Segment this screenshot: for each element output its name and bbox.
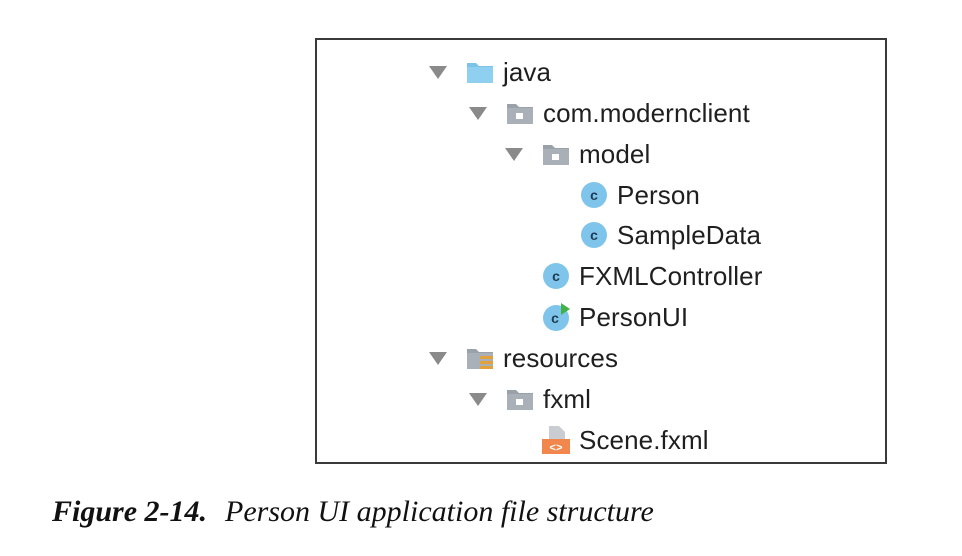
tree-item-label: model — [579, 138, 651, 169]
tree-item-fxmlcontroller[interactable]: c FXMLController — [541, 258, 762, 294]
tree-item-label: PersonUI — [579, 301, 689, 332]
tree-item-label: Person — [617, 179, 700, 210]
expand-toggle-icon[interactable] — [429, 351, 447, 365]
tree-item-model[interactable]: model — [505, 136, 650, 172]
tree-item-label: fxml — [543, 383, 592, 414]
expand-toggle-icon[interactable] — [469, 106, 487, 120]
class-icon: c — [581, 182, 607, 208]
figure-number: Figure 2-14. — [52, 495, 208, 528]
project-tree-panel: java com.modernclient model c Person — [315, 38, 887, 464]
tree-item-label: SampleData — [617, 219, 762, 250]
tree-item-label: Scene.fxml — [579, 424, 709, 455]
tree-item-person[interactable]: c Person — [579, 177, 700, 213]
svg-text:c: c — [551, 310, 559, 326]
tree-item-sampledata[interactable]: c SampleData — [579, 217, 761, 253]
tree-item-com-modernclient[interactable]: com.modernclient — [469, 95, 750, 131]
svg-text:c: c — [590, 187, 598, 203]
expand-toggle-icon[interactable] — [469, 392, 487, 406]
tree-item-fxml[interactable]: fxml — [469, 381, 591, 417]
tree-item-label: com.modernclient — [543, 97, 750, 128]
package-folder-icon — [543, 145, 569, 165]
tree-item-label: resources — [503, 342, 619, 373]
tree-item-label: FXMLController — [579, 260, 763, 291]
tree-item-personui[interactable]: c PersonUI — [541, 299, 688, 335]
figure-caption: Figure 2-14. Person UI application file s… — [52, 495, 654, 529]
resources-folder-icon — [467, 349, 493, 369]
runnable-class-icon: c — [543, 303, 570, 331]
tree-item-resources[interactable]: resources — [429, 340, 618, 376]
fxml-file-icon: <> — [542, 426, 570, 455]
svg-text:c: c — [590, 227, 598, 243]
class-icon: c — [581, 222, 607, 248]
expand-toggle-icon[interactable] — [429, 65, 447, 79]
tree-item-scene-fxml[interactable]: <> Scene.fxml — [541, 422, 709, 458]
package-folder-icon — [507, 104, 533, 124]
tree-item-label: java — [503, 56, 552, 87]
figure-caption-text: Person UI application file structure — [225, 495, 654, 528]
expand-toggle-icon[interactable] — [505, 147, 523, 161]
svg-text:c: c — [552, 268, 560, 284]
class-icon: c — [543, 263, 569, 289]
tree-item-java[interactable]: java — [429, 54, 551, 90]
svg-text:<>: <> — [549, 443, 563, 455]
package-folder-icon — [507, 390, 533, 410]
source-folder-icon — [467, 63, 493, 83]
